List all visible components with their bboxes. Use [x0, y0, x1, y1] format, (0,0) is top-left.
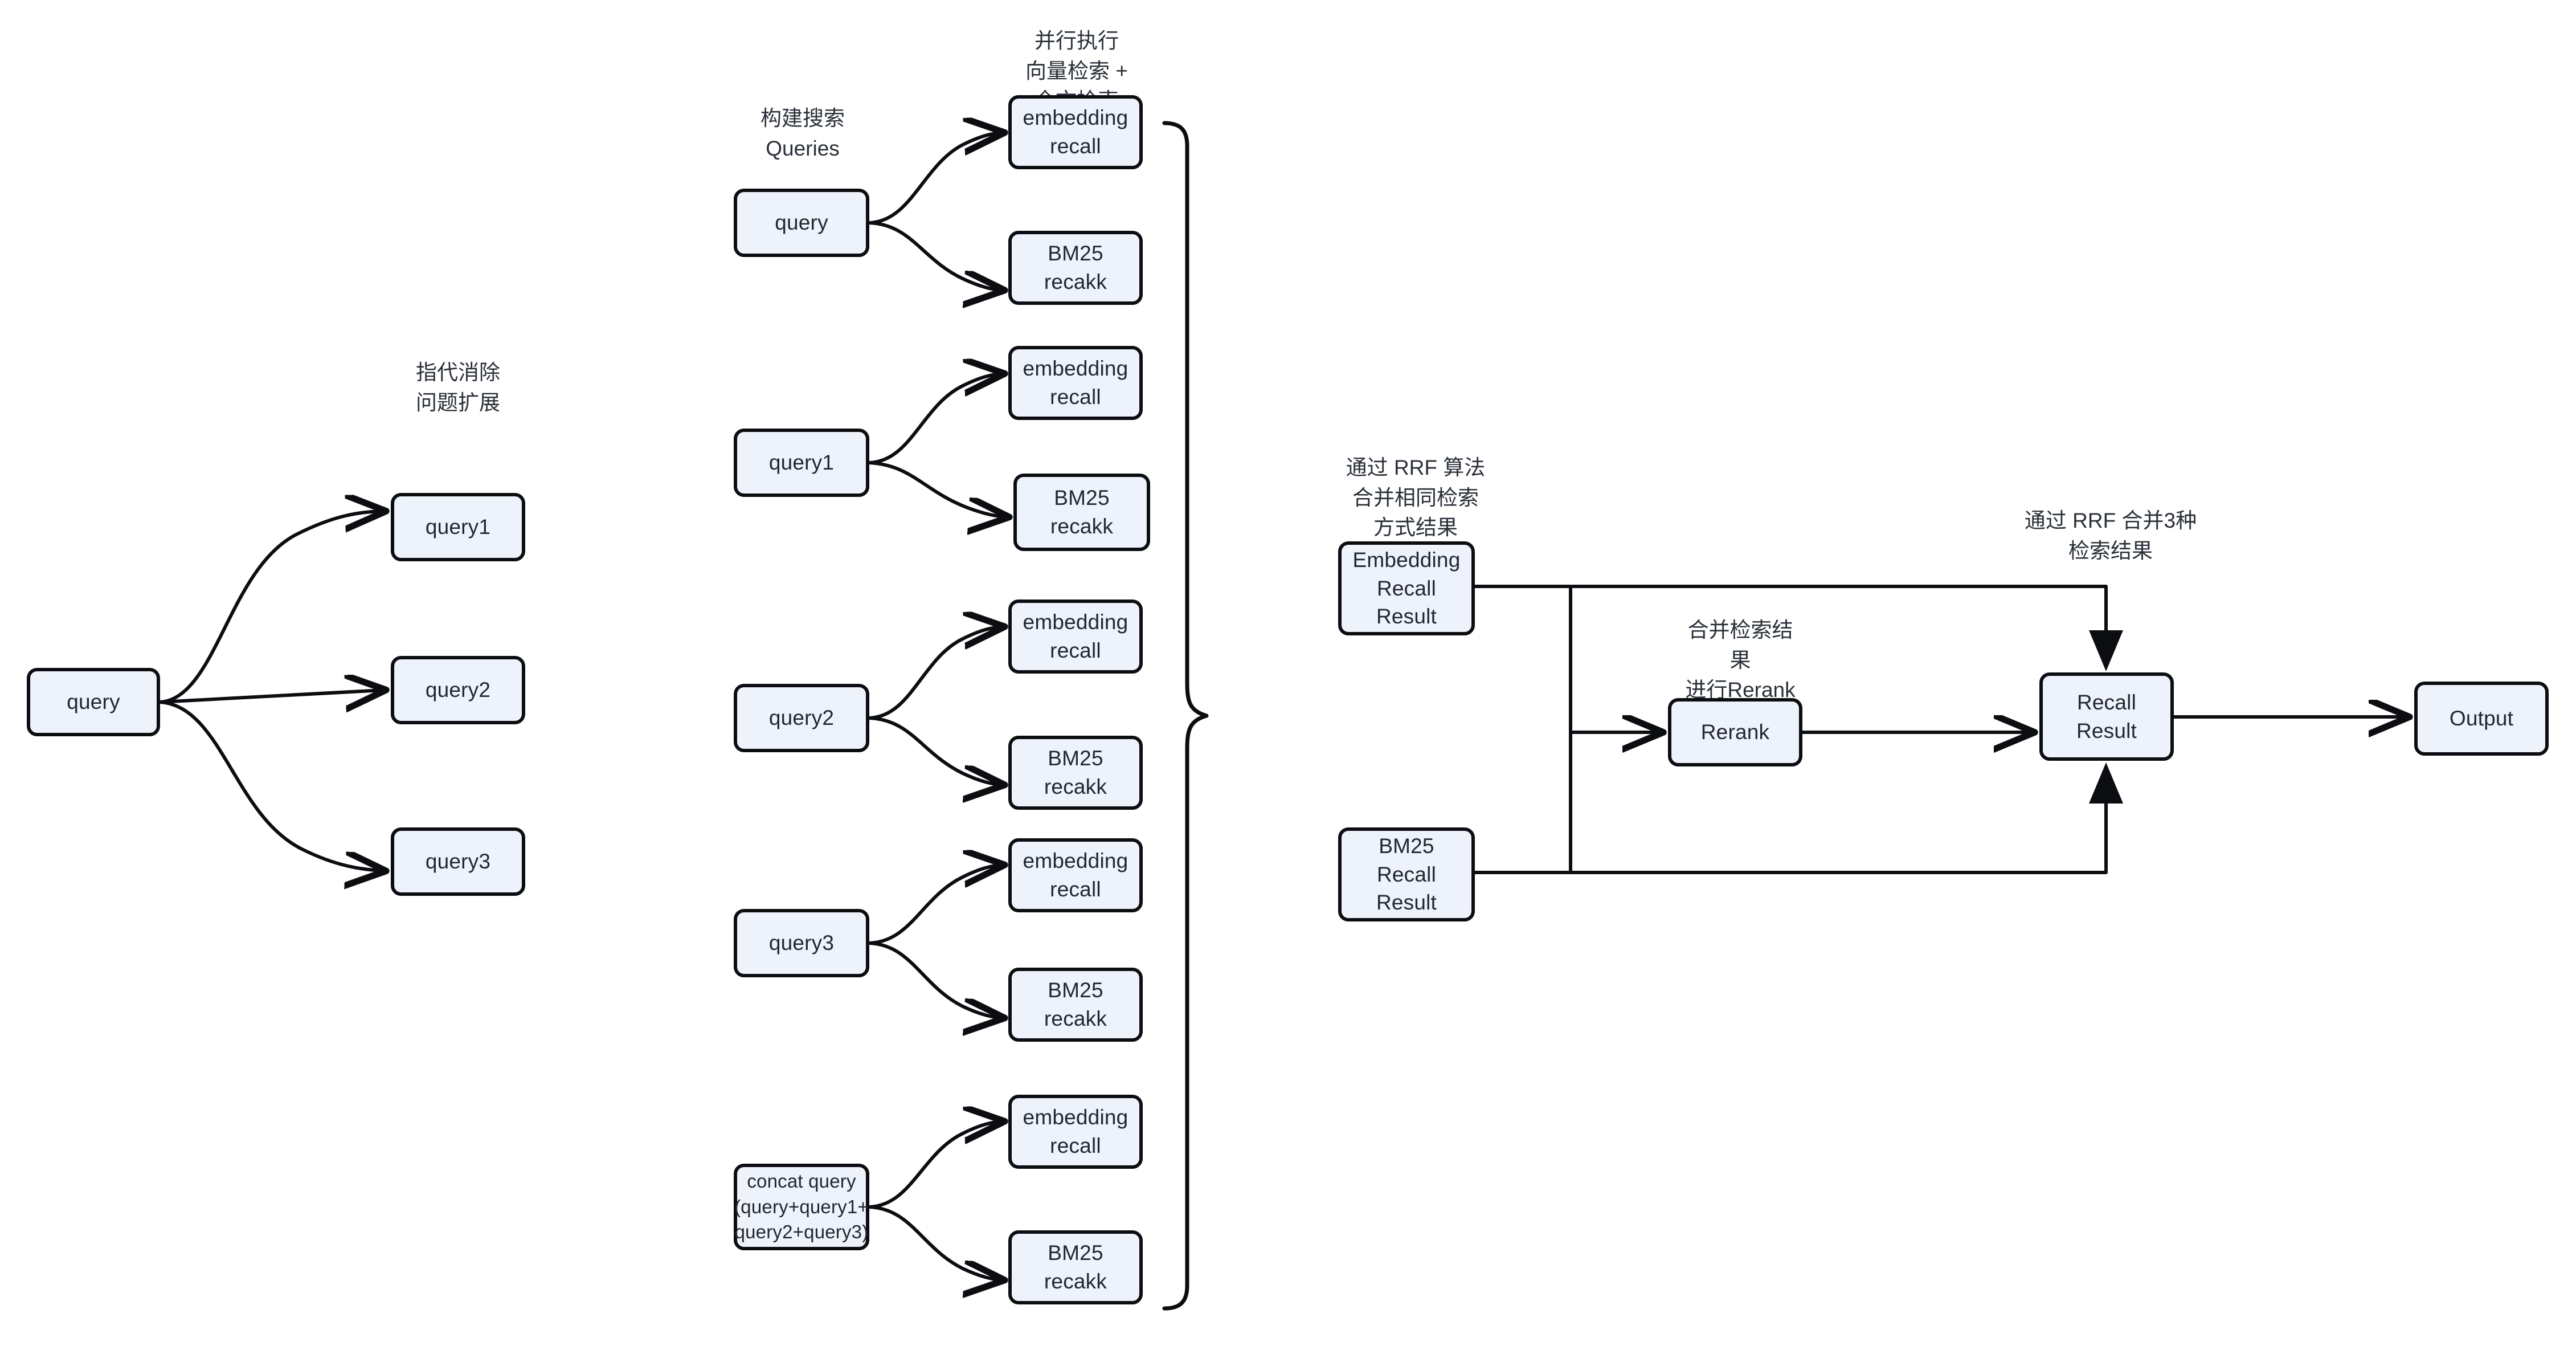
edge-q2-to-emb-3 [868, 627, 1001, 720]
edge-concat-to-bm25-5 [868, 1205, 1001, 1280]
node-embedding-recall-result[interactable]: Embedding Recall Result [1338, 541, 1475, 635]
node-query2[interactable]: query2 [391, 656, 525, 724]
node-embedding-recall-2[interactable]: embedding recall [1008, 346, 1143, 420]
edge-q3-to-bm25-4 [868, 941, 1001, 1018]
node-q-query3[interactable]: query3 [734, 909, 869, 977]
node-embedding-recall-1[interactable]: embedding recall [1008, 95, 1143, 169]
node-embedding-recall-5[interactable]: embedding recall [1008, 1095, 1143, 1169]
edge-q3-to-emb-4 [868, 865, 1001, 945]
group-brace [1162, 121, 1209, 1311]
node-bm25-recakk-5[interactable]: BM25 recakk [1008, 1230, 1143, 1304]
node-embedding-recall-4[interactable]: embedding recall [1008, 838, 1143, 912]
node-query3[interactable]: query3 [391, 827, 525, 896]
node-bm25-recakk-1[interactable]: BM25 recakk [1008, 231, 1143, 305]
edge-query-to-query3 [158, 700, 383, 871]
node-bm25-recakk-2[interactable]: BM25 recakk [1013, 474, 1150, 551]
edge-query-to-query2 [158, 690, 383, 702]
edge-concat-to-emb-5 [868, 1121, 1001, 1209]
node-q-query[interactable]: query [734, 189, 869, 257]
edge-bm25-result-to-recall [1473, 762, 2123, 874]
edge-q2-to-bm25-3 [868, 716, 1001, 785]
note-merge-rerank: 合并检索结果 进行Rerank [1685, 618, 1796, 702]
edge-q-to-emb-1 [868, 133, 1001, 225]
edge-query-to-query1 [158, 511, 383, 704]
node-query-root[interactable]: query [27, 668, 160, 736]
edge-q1-to-bm25-2 [868, 461, 1006, 517]
note-query-rewrite: 指代消除 问题扩展 [416, 361, 500, 414]
note-rrf-merge-three: 通过 RRF 合并3种检索结果 [2024, 509, 2197, 562]
node-recall-result[interactable]: Recall Result [2039, 672, 2174, 761]
node-bm25-recall-result[interactable]: BM25 Recall Result [1338, 827, 1475, 921]
node-q-query2[interactable]: query2 [734, 684, 869, 752]
node-query1[interactable]: query1 [391, 493, 525, 561]
node-q-query1[interactable]: query1 [734, 429, 869, 497]
node-rerank[interactable]: Rerank [1668, 698, 1802, 766]
node-embedding-recall-3[interactable]: embedding recall [1008, 599, 1143, 674]
node-bm25-recakk-4[interactable]: BM25 recakk [1008, 968, 1143, 1042]
note-rrf-merge-same: 通过 RRF 算法 合并相同检索方式结果 [1346, 456, 1486, 540]
edge-q-to-bm25-1 [868, 221, 1001, 290]
node-bm25-recakk-3[interactable]: BM25 recakk [1008, 736, 1143, 810]
node-q-concat[interactable]: concat query (query+query1+ query2+query… [734, 1164, 869, 1250]
note-build-queries: 构建搜索Queries [760, 107, 845, 160]
node-output[interactable]: Output [2414, 682, 2549, 756]
edge-q1-to-emb-2 [868, 374, 1001, 464]
